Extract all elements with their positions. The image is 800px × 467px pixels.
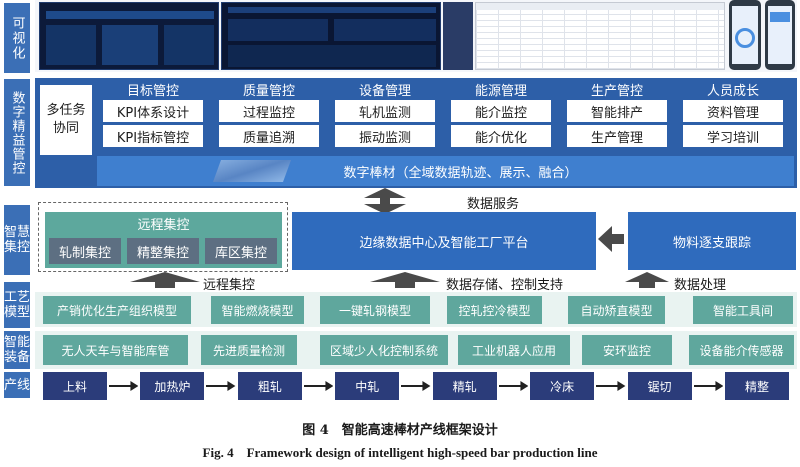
line-arrow (693, 381, 723, 391)
line-step: 冷床 (530, 372, 595, 400)
model-item: 一键轧钢模型 (320, 296, 430, 324)
equipment-item: 设备能介传感器 (689, 335, 794, 365)
caption-chinese: 图 4 智能高速棒材产线框架设计 (302, 422, 498, 438)
production-line-row: 上料 加热炉 粗轧 中轧 精轧 冷床 锯切 精整 (35, 372, 797, 400)
lean-group: 设备管理轧机监测振动监测 (329, 80, 441, 152)
equipment-item: 工业机器人应用 (458, 335, 570, 365)
row-label-visual: 可视化 (4, 3, 30, 73)
dashboard-screenshot-3 (443, 2, 473, 70)
line-step: 加热炉 (140, 372, 205, 400)
data-service-arrow (364, 188, 406, 214)
line-arrow (303, 381, 334, 391)
dashboard-screenshot-2 (221, 2, 441, 70)
digital-bar-panel: 数字棒材（全域数据轨迹、展示、融合） (97, 156, 794, 186)
lean-item: KPI体系设计 (103, 100, 203, 122)
lean-group: 质量管控过程监控质量追溯 (213, 80, 325, 152)
equipment-item: 无人天车与智能库管 (43, 335, 188, 365)
remote-item: 精整集控 (127, 238, 199, 264)
row-label-line: 产线 (4, 372, 30, 398)
remote-items: 轧制集控精整集控库区集控 (49, 238, 279, 264)
lean-item: KPI指标管控 (103, 125, 203, 147)
line-step: 精整 (725, 372, 789, 400)
line-step: 粗轧 (237, 372, 302, 400)
row-label-equipment: 智能装备 (4, 331, 30, 369)
lean-group-title: 质量管控 (242, 83, 295, 99)
lean-group: 人员成长资料管理学习培训 (677, 80, 789, 152)
data-storage-label: 数据存储、控制支持 (446, 278, 564, 293)
equipment-item: 先进质量检测 (201, 335, 297, 365)
line-step: 中轧 (335, 372, 400, 400)
edge-data-center: 边缘数据中心及智能工厂平台 (292, 212, 596, 270)
remote-control-arrow (130, 272, 200, 288)
dashboard-screenshot-1 (39, 2, 219, 70)
lean-group-title: 能源管理 (474, 83, 527, 99)
model-item: 智能燃烧模型 (211, 296, 304, 324)
equipment-row: 无人天车与智能库管先进质量检测区域少人化控制系统工业机器人应用安环监控设备能介传… (35, 335, 797, 365)
caption-english: Fig. 4 Framework design of intelligent h… (202, 444, 598, 460)
multi-task-collaboration: 多任务协同 (40, 85, 92, 155)
lean-item: 生产管理 (567, 125, 667, 147)
lean-group: 能源管理能介监控能介优化 (445, 80, 557, 152)
model-item: 控轧控冷模型 (447, 296, 542, 324)
remote-item: 轧制集控 (49, 238, 121, 264)
lean-item: 质量追溯 (219, 125, 319, 147)
remote-control-dashed-box (38, 202, 288, 272)
lean-item: 能介监控 (451, 100, 551, 122)
line-arrow (401, 381, 431, 391)
remote-control-panel: 远程集控 轧制集控精整集控库区集控 (45, 212, 282, 268)
model-item: 产销优化生产组织模型 (43, 296, 191, 324)
lean-item: 能介优化 (451, 125, 551, 147)
remote-control-title: 远程集控 (137, 217, 190, 233)
lean-group-title: 设备管理 (358, 83, 411, 99)
material-tracking: 物料逐支跟踪 (628, 212, 796, 270)
line-arrow (498, 381, 529, 391)
tracking-to-center-arrow (598, 226, 624, 252)
lean-item: 过程监控 (219, 100, 319, 122)
data-processing-label: 数据处理 (674, 278, 727, 293)
lean-item: 轧机监测 (335, 100, 435, 122)
row-label-central: 智慧集控 (4, 205, 30, 275)
line-step: 上料 (43, 372, 107, 400)
lean-item: 智能排产 (567, 100, 667, 122)
lean-item: 振动监测 (335, 125, 435, 147)
model-item: 自动矫直模型 (568, 296, 665, 324)
lean-group-title: 目标管控 (126, 83, 179, 99)
lean-group-title: 生产管控 (590, 83, 643, 99)
line-arrow (206, 381, 236, 391)
lean-item: 学习培训 (683, 125, 783, 147)
lean-group: 生产管控智能排产生产管理 (561, 80, 673, 152)
row-label-process-model: 工艺模型 (4, 282, 30, 328)
equipment-item: 安环监控 (582, 335, 672, 365)
lean-item: 资料管理 (683, 100, 783, 122)
remote-item: 库区集控 (205, 238, 277, 264)
equipment-item: 区域少人化控制系统 (320, 335, 448, 365)
line-step: 精轧 (432, 372, 497, 400)
row-label-lean: 数字精益管控 (4, 79, 30, 186)
phone-screenshot-2 (765, 0, 795, 70)
data-service-label: 数据服务 (467, 197, 520, 212)
phone-screenshot-1 (729, 0, 761, 70)
model-row: 产销优化生产组织模型智能燃烧模型一键轧钢模型控轧控冷模型自动矫直模型智能工具间 (35, 296, 797, 324)
data-storage-arrow (370, 272, 440, 288)
data-processing-arrow (625, 272, 669, 288)
remote-control-arrow-label: 远程集控 (203, 278, 256, 293)
lean-group-title: 人员成长 (706, 83, 759, 99)
visual-panel (35, 0, 797, 72)
line-arrow (596, 381, 626, 391)
line-arrow (109, 381, 139, 391)
table-screenshot (475, 2, 725, 70)
model-item: 智能工具间 (693, 296, 793, 324)
steel-bar-image (212, 160, 292, 182)
line-step: 锯切 (627, 372, 692, 400)
